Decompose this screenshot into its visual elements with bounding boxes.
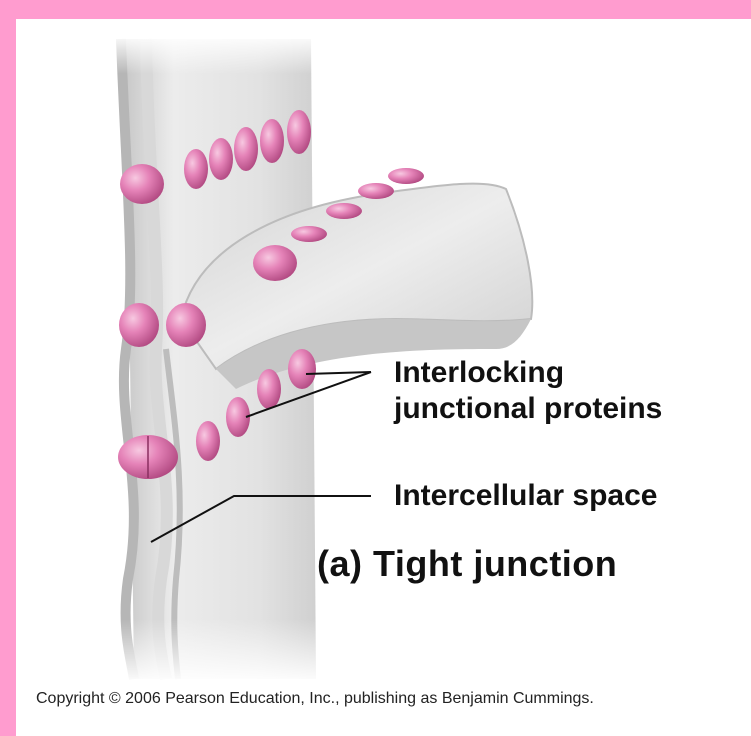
junctional-protein xyxy=(326,203,362,219)
junctional-protein xyxy=(291,226,327,242)
label-intercellular-space: Intercellular space xyxy=(394,478,657,514)
junctional-protein xyxy=(209,138,233,180)
junctional-protein xyxy=(253,245,297,281)
junctional-protein xyxy=(196,421,220,461)
junctional-protein xyxy=(119,303,159,347)
junctional-protein xyxy=(388,168,424,184)
junctional-protein xyxy=(287,110,311,154)
junctional-protein xyxy=(234,127,258,171)
junctional-protein xyxy=(358,183,394,199)
junctional-protein xyxy=(166,303,206,347)
figure-panel: Interlocking junctional proteins Interce… xyxy=(16,19,751,736)
copyright-notice: Copyright © 2006 Pearson Education, Inc.… xyxy=(36,690,594,708)
junctional-protein xyxy=(120,164,164,204)
label-interlocking-junctional-proteins: Interlocking junctional proteins xyxy=(394,355,662,427)
figure-title: (a) Tight junction xyxy=(317,543,617,585)
junctional-protein xyxy=(257,369,281,409)
junctional-protein xyxy=(184,149,208,189)
label-line-1: Interlocking xyxy=(394,355,662,391)
label-line-2: junctional proteins xyxy=(394,391,662,427)
junctional-protein xyxy=(260,119,284,163)
junctional-protein xyxy=(288,349,316,389)
